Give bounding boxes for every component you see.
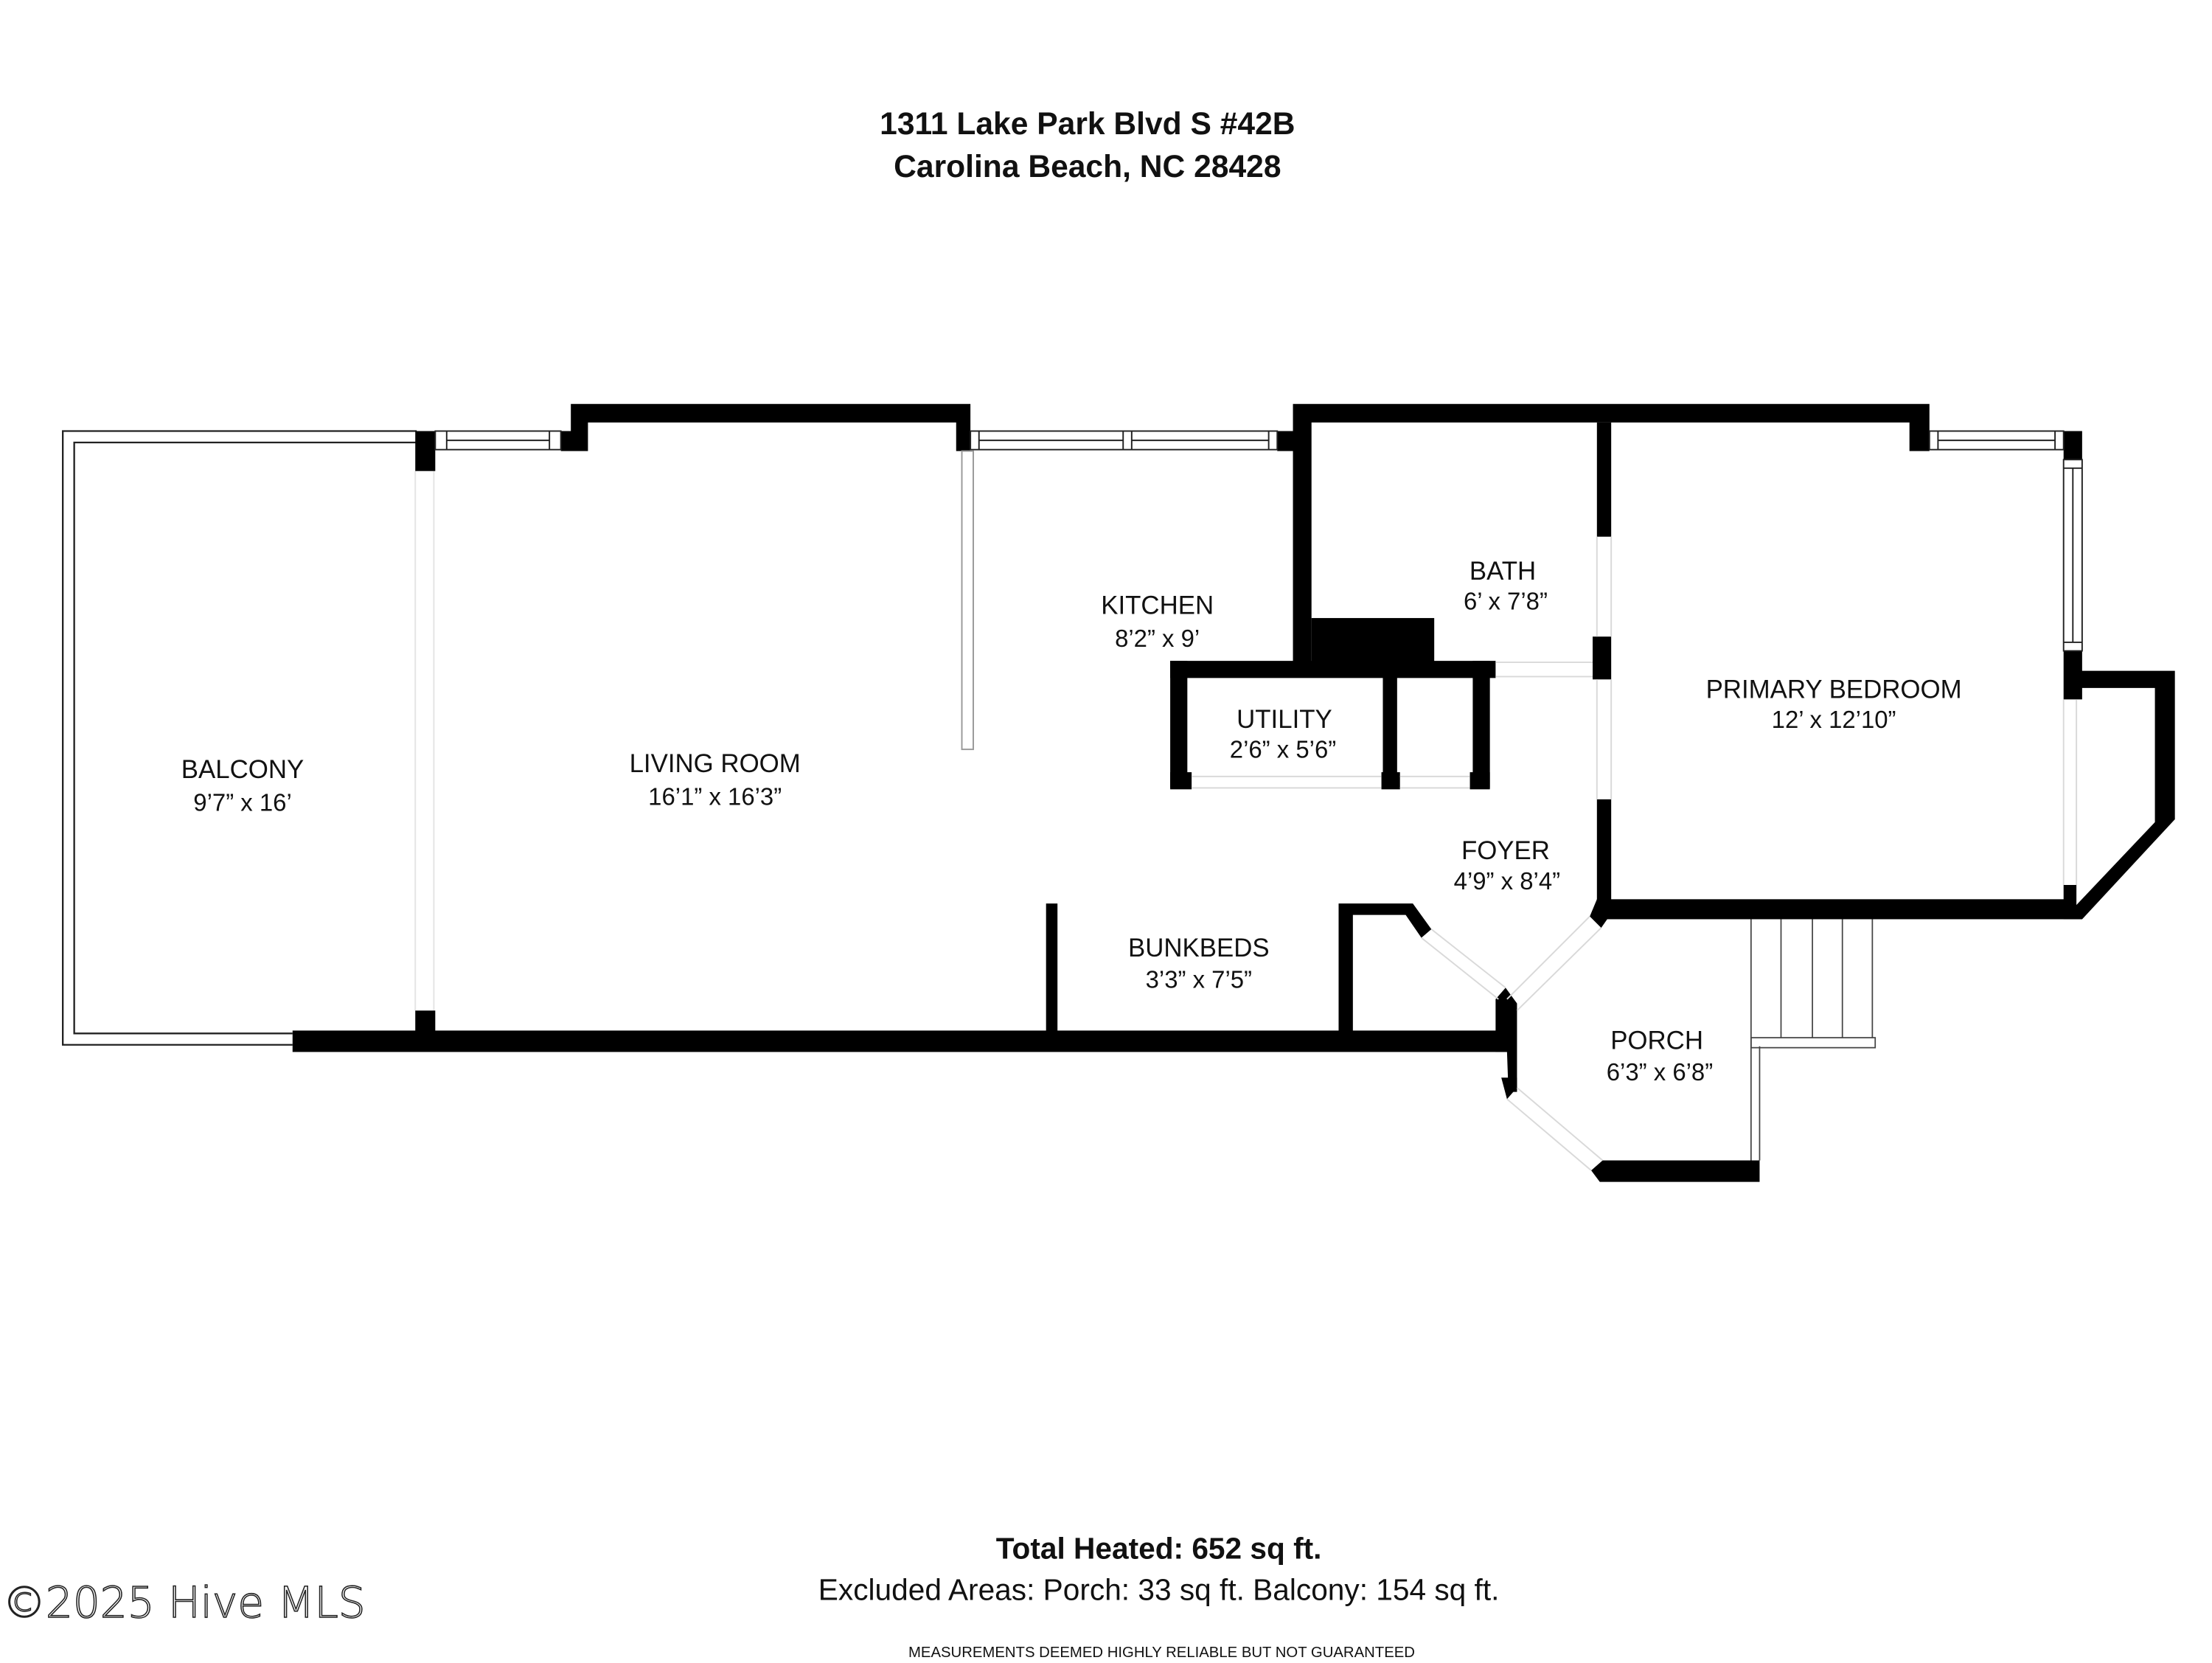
room-kitchen: KITCHEN 8’2” x 9’ (1101, 591, 1214, 652)
room-labels: BALCONY 9’7” x 16’ LIVING ROOM 16’1” x 1… (181, 557, 1962, 1086)
room-bath: BATH 6’ x 7’8” (1464, 557, 1548, 615)
svg-text:4’9” x 8’4”: 4’9” x 8’4” (1454, 867, 1560, 895)
svg-text:BALCONY: BALCONY (181, 755, 304, 784)
svg-text:BATH: BATH (1470, 557, 1536, 586)
windows (434, 430, 2083, 652)
room-primary-bedroom: PRIMARY BEDROOM 12’ x 12’10” (1706, 675, 1962, 733)
walls (292, 403, 2175, 1182)
svg-text:BUNKBEDS: BUNKBEDS (1128, 934, 1270, 962)
svg-text:PORCH: PORCH (1610, 1027, 1703, 1055)
measurement-disclaimer: MEASUREMENTS DEEMED HIGHLY RELIABLE BUT … (908, 1645, 1415, 1659)
svg-text:16’1” x 16’3”: 16’1” x 16’3” (648, 783, 782, 810)
porch-steps (1750, 919, 1877, 1161)
room-balcony: BALCONY 9’7” x 16’ (181, 755, 304, 816)
svg-text:PRIMARY BEDROOM: PRIMARY BEDROOM (1706, 675, 1962, 704)
svg-text:LIVING ROOM: LIVING ROOM (630, 749, 801, 778)
floor-plan: BALCONY 9’7” x 16’ LIVING ROOM 16’1” x 1… (62, 403, 2175, 1182)
total-heated-area: Total Heated: 652 sq ft. (996, 1532, 1322, 1566)
svg-text:8’2” x 9’: 8’2” x 9’ (1115, 625, 1200, 652)
svg-text:3’3” x 7’5”: 3’3” x 7’5” (1146, 965, 1252, 993)
address-line-2: Carolina Beach, NC 28428 (894, 149, 1281, 184)
openings (961, 450, 2078, 1171)
svg-text:KITCHEN: KITCHEN (1101, 591, 1214, 619)
copyright-watermark: ©2025 Hive MLS (3, 1577, 366, 1628)
svg-text:12’ x 12’10”: 12’ x 12’10” (1772, 706, 1896, 733)
balcony-railing (62, 430, 417, 1046)
svg-text:6’ x 7’8”: 6’ x 7’8” (1464, 587, 1548, 614)
room-utility: UTILITY 2’6” x 5’6” (1230, 705, 1336, 763)
address-line-1: 1311 Lake Park Blvd S #42B (880, 106, 1295, 142)
balcony-door (414, 471, 435, 1011)
svg-text:2’6” x 5’6”: 2’6” x 5’6” (1230, 736, 1336, 763)
excluded-areas: Excluded Areas: Porch: 33 sq ft. Balcony… (818, 1573, 1500, 1607)
svg-text:FOYER: FOYER (1461, 836, 1550, 865)
svg-text:9’7” x 16’: 9’7” x 16’ (193, 788, 291, 816)
svg-text:UTILITY: UTILITY (1237, 705, 1332, 734)
room-porch: PORCH 6’3” x 6’8” (1607, 1027, 1713, 1086)
room-living-room: LIVING ROOM 16’1” x 16’3” (630, 749, 801, 810)
room-bunkbeds: BUNKBEDS 3’3” x 7’5” (1128, 934, 1270, 993)
svg-text:6’3” x 6’8”: 6’3” x 6’8” (1607, 1058, 1713, 1086)
room-foyer: FOYER 4’9” x 8’4” (1454, 836, 1560, 895)
